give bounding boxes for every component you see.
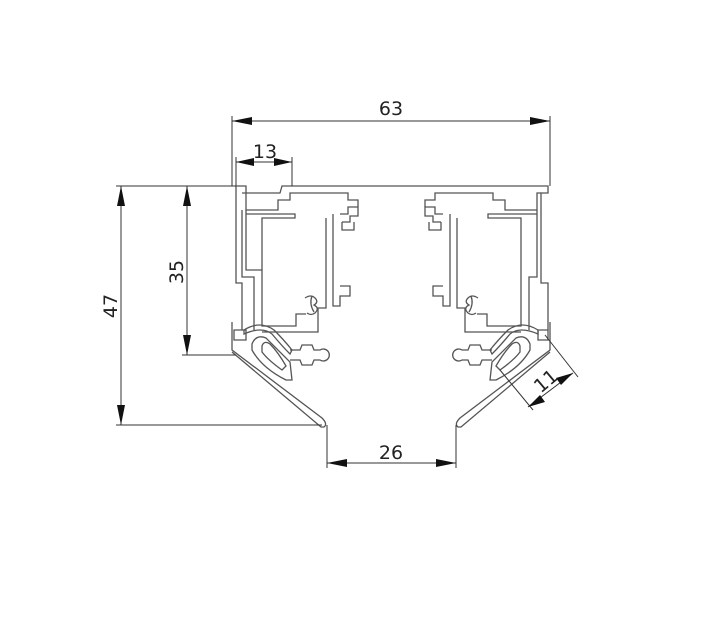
arrowhead-left xyxy=(236,158,254,166)
arrowhead-right xyxy=(530,117,550,125)
arrowhead-right xyxy=(436,459,456,467)
dimension-total-height: 47 xyxy=(100,185,322,426)
dimension-inner-height: 35 xyxy=(166,185,236,356)
profile-outline xyxy=(231,185,551,428)
arrowhead-left xyxy=(327,459,347,467)
arrowhead-top xyxy=(556,373,573,385)
dimension-label-35: 35 xyxy=(166,260,188,284)
arrowhead-top xyxy=(183,186,191,206)
dimension-diffuser-depth: 11 xyxy=(499,334,579,411)
dimension-label-26: 26 xyxy=(379,442,403,464)
arrowhead-right xyxy=(274,158,292,166)
arrowhead-top xyxy=(117,186,125,206)
dimension-label-47: 47 xyxy=(100,294,122,318)
dimension-label-63: 63 xyxy=(379,98,403,120)
arrowhead-left xyxy=(232,117,252,125)
dimension-slot-width: 13 xyxy=(235,141,293,186)
arrowhead-bottom xyxy=(528,395,545,407)
dimension-width-top: 63 xyxy=(231,98,551,186)
dimension-label-11: 11 xyxy=(530,365,563,397)
arrowhead-bottom xyxy=(117,405,125,425)
arrowhead-bottom xyxy=(183,335,191,355)
dimension-label-13: 13 xyxy=(253,141,277,163)
dimension-opening-width: 26 xyxy=(326,425,457,468)
